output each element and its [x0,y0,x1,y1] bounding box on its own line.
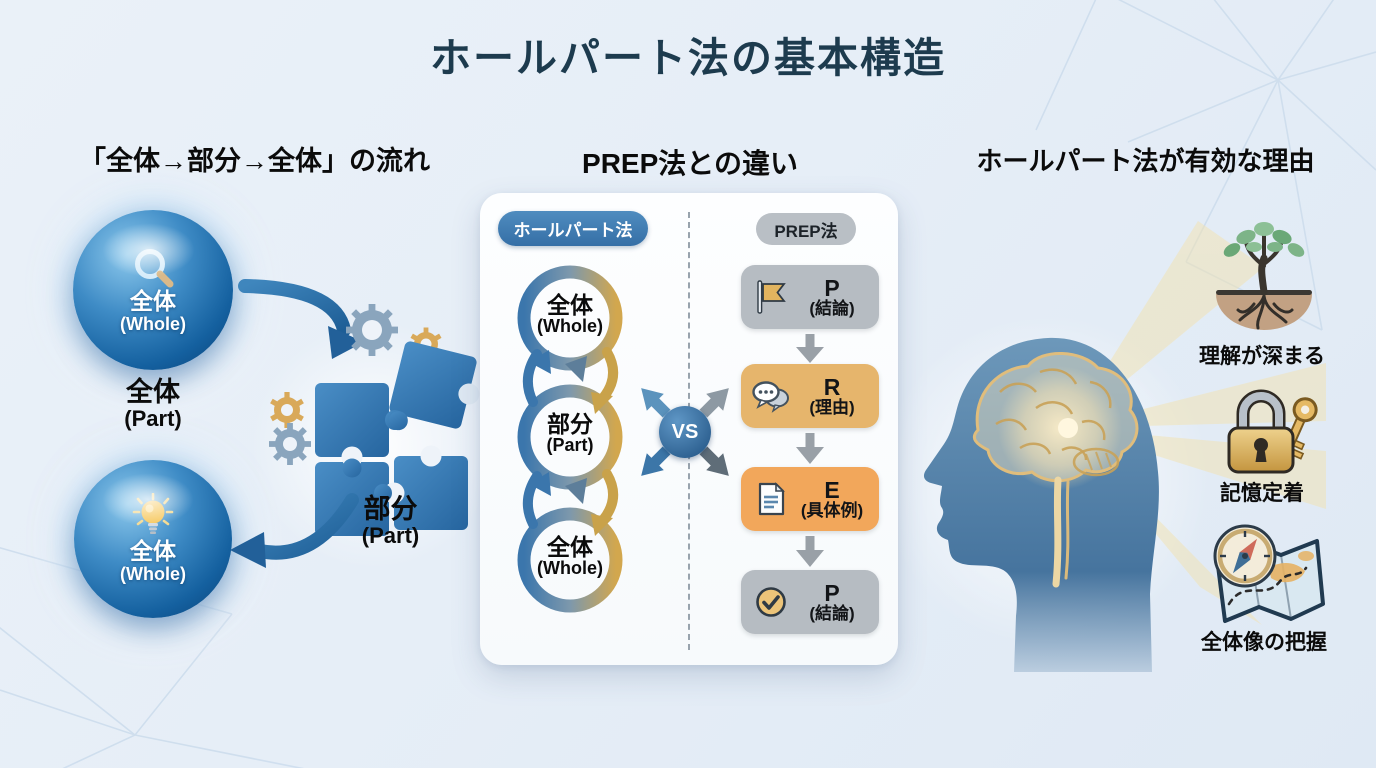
compass-icon [1213,524,1277,588]
caption-sublabel: (Part) [124,406,182,432]
caption-label: 部分 [363,494,418,524]
step-letter: P [824,274,840,301]
vs-arrows-icon [641,388,729,476]
step-label: 全体 [547,534,593,560]
prep-badge: PREP法 [756,213,856,245]
sphere-sublabel: (Whole) [120,313,186,334]
step-sublabel: (Whole) [537,558,603,579]
head-brain-icon [923,337,1159,672]
whole-part-cycle-icon [517,265,623,613]
document-icon [758,482,785,516]
step-sublabel: (具体例) [800,501,864,521]
top-sphere-caption: 全体 (Part) [73,377,233,432]
sphere-shine [102,472,195,527]
step-sublabel: (理由) [809,398,855,418]
page-title: ホールパート法の基本構造 [430,35,946,81]
step-letter: R [823,373,841,400]
vs-badge: VS [659,406,711,458]
flag-icon [757,280,786,314]
arrow-part-to-whole-icon [230,493,359,568]
sphere-label: 全体 [130,538,176,565]
puzzle-caption: 部分 (Part) [318,494,463,549]
cycle-step-part: 部分 (Part) [508,412,632,455]
whole-sphere-top: 全体 (Whole) [73,210,233,370]
benefit-label-big-picture: 全体像の把握 [1201,631,1327,654]
flow-section-heading: 「全体→部分→全体」の流れ [79,146,430,176]
step-sublabel: (結論) [809,299,855,319]
down-arrow-icon [796,536,824,567]
gear-gold-left-icon [270,392,304,428]
sphere-shine [101,222,195,278]
caption-label: 全体 [126,377,180,407]
step-sublabel: (Whole) [537,316,603,337]
down-arrow-icon [796,334,824,363]
tree-roots-icon [1216,222,1312,330]
whole-part-badge: ホールパート法 [498,211,648,246]
puzzle-pieces-icon [315,341,480,536]
flow-decor [230,279,480,568]
speech-bubbles-icon [752,381,789,413]
lock-key-icon [1227,389,1318,474]
step-letter: E [824,476,840,503]
prep-step-example: E (具体例) [741,467,879,531]
sphere-label: 全体 [130,288,176,315]
whole-sphere-bottom: 全体 (Whole) [74,460,232,618]
compass-map-icon [1213,524,1325,623]
down-arrow-icon [796,433,824,464]
sphere-sublabel: (Whole) [120,563,186,584]
step-sublabel: (結論) [809,604,855,624]
cycle-step-whole-1: 全体 (Whole) [508,293,632,336]
benefits-section-heading: ホールパート法が有効な理由 [976,146,1315,176]
gear-steel-large-icon [346,304,398,356]
gear-steel-left-icon [269,423,311,465]
benefit-label-understanding: 理解が深まる [1199,345,1325,368]
prep-step-point-2: P (結論) [741,570,879,634]
prep-step-reason: R (理由) [741,364,879,428]
benefit-label-retention: 記憶定着 [1220,482,1304,505]
step-label: 全体 [547,292,593,318]
check-circle-icon [756,587,786,617]
arrow-whole-to-part-icon [238,279,364,359]
step-sublabel: (Part) [546,435,594,456]
cycle-step-whole-2: 全体 (Whole) [508,535,632,578]
step-label: 部分 [547,411,593,437]
prep-step-point-1: P (結論) [741,265,879,329]
caption-sublabel: (Part) [361,523,420,549]
comparison-section-heading: PREP法との違い [582,148,798,179]
step-letter: P [824,579,840,606]
